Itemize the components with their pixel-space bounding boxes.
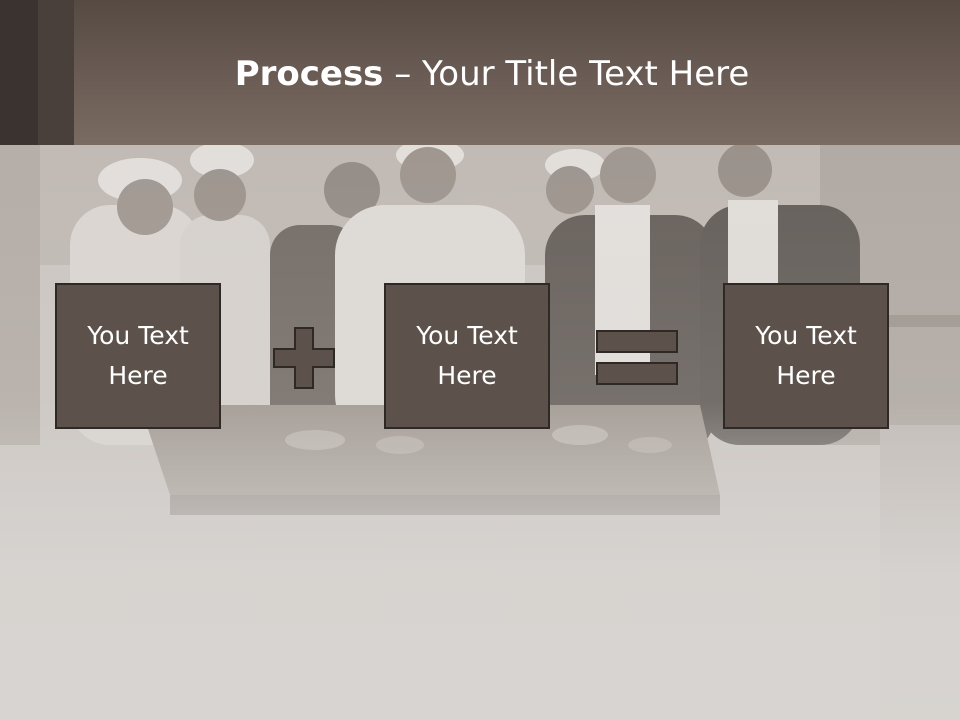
- process-step-2-box[interactable]: You Text Here: [384, 283, 550, 429]
- photo-fade-overlay: [0, 145, 960, 720]
- background-photo: [0, 145, 960, 720]
- plus-icon: [273, 327, 335, 389]
- process-step-3-label: You Text Here: [755, 321, 857, 390]
- header-band: Process – Your Title Text Here: [0, 0, 960, 145]
- process-step-3-box[interactable]: You Text Here: [723, 283, 889, 429]
- process-step-2-label: You Text Here: [416, 321, 518, 390]
- header-accent-strip-secondary: [38, 0, 74, 145]
- equals-icon: [596, 330, 678, 385]
- process-step-1-label: You Text Here: [87, 321, 189, 390]
- title-rest-text: – Your Title Text Here: [383, 54, 750, 94]
- slide-title: Process – Your Title Text Here: [0, 48, 960, 100]
- process-step-1-box[interactable]: You Text Here: [55, 283, 221, 429]
- header-accent-strip: [0, 0, 38, 145]
- title-bold-text: Process: [234, 54, 384, 94]
